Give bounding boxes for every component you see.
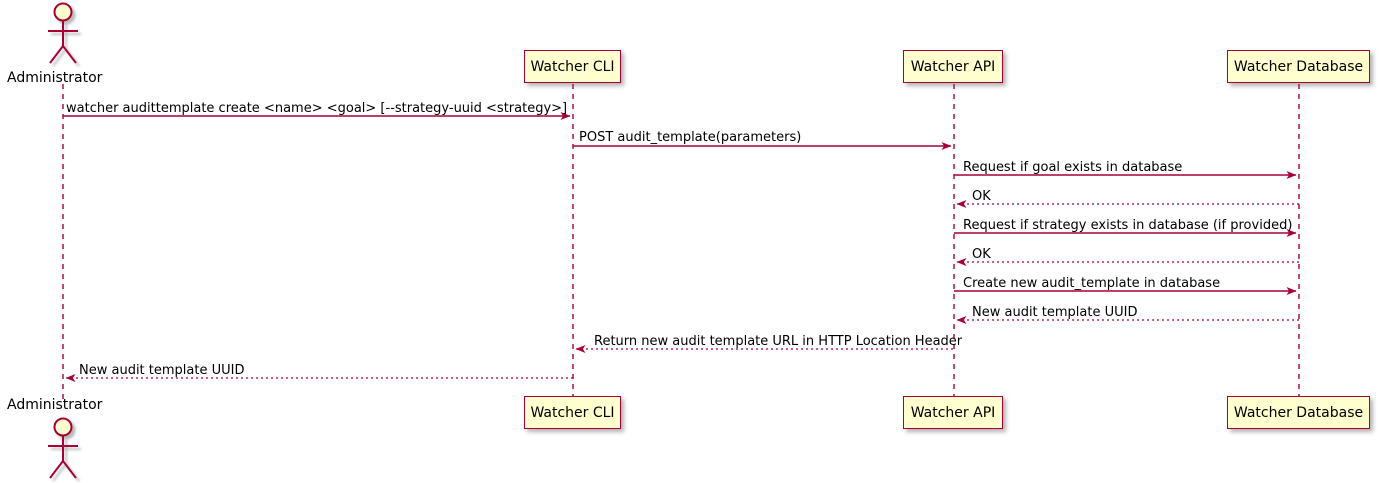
actor-leg-right-icon bbox=[62, 45, 77, 64]
message-label-2: POST audit_template(parameters) bbox=[579, 130, 802, 145]
message-label-4: OK bbox=[972, 189, 991, 204]
message-arrows bbox=[63, 112, 1299, 382]
participant-box-watcher-database-bottom[interactable]: Watcher Database bbox=[1227, 396, 1370, 429]
actor-label-administrator-top: Administrator bbox=[7, 70, 103, 86]
participant-label: Watcher API bbox=[910, 58, 996, 75]
actor-head-icon bbox=[53, 2, 73, 22]
participant-label: Watcher CLI bbox=[530, 404, 615, 421]
actor-leg-left-icon bbox=[49, 460, 64, 479]
message-label-3: Request if goal exists in database bbox=[963, 160, 1183, 175]
actor-administrator-bottom bbox=[48, 417, 78, 479]
participant-label: Watcher API bbox=[910, 404, 996, 421]
message-label-10: New audit template UUID bbox=[79, 363, 245, 378]
lifelines bbox=[62, 84, 1300, 399]
participant-label: Watcher Database bbox=[1233, 404, 1364, 421]
actor-administrator-top bbox=[48, 2, 78, 64]
message-label-5: Request if strategy exists in database (… bbox=[963, 218, 1293, 233]
message-label-6: OK bbox=[972, 247, 991, 262]
participant-box-watcher-api-top[interactable]: Watcher API bbox=[903, 50, 1003, 83]
message-label-1: watcher audittemplate create <name> <goa… bbox=[66, 101, 568, 116]
message-label-8: New audit template UUID bbox=[972, 305, 1138, 320]
participant-box-watcher-api-bottom[interactable]: Watcher API bbox=[903, 396, 1003, 429]
participant-box-watcher-database-top[interactable]: Watcher Database bbox=[1227, 50, 1370, 83]
participant-box-watcher-cli-bottom[interactable]: Watcher CLI bbox=[524, 396, 621, 429]
actor-leg-left-icon bbox=[49, 45, 64, 64]
actor-leg-right-icon bbox=[62, 460, 77, 479]
message-label-9: Return new audit template URL in HTTP Lo… bbox=[594, 334, 963, 349]
participant-label: Watcher Database bbox=[1233, 58, 1364, 75]
message-label-7: Create new audit_template in database bbox=[963, 276, 1221, 291]
actor-label-administrator-bottom: Administrator bbox=[7, 397, 103, 413]
participant-box-watcher-cli-top[interactable]: Watcher CLI bbox=[524, 50, 621, 83]
participant-label: Watcher CLI bbox=[530, 58, 615, 75]
actor-head-icon bbox=[53, 417, 73, 437]
